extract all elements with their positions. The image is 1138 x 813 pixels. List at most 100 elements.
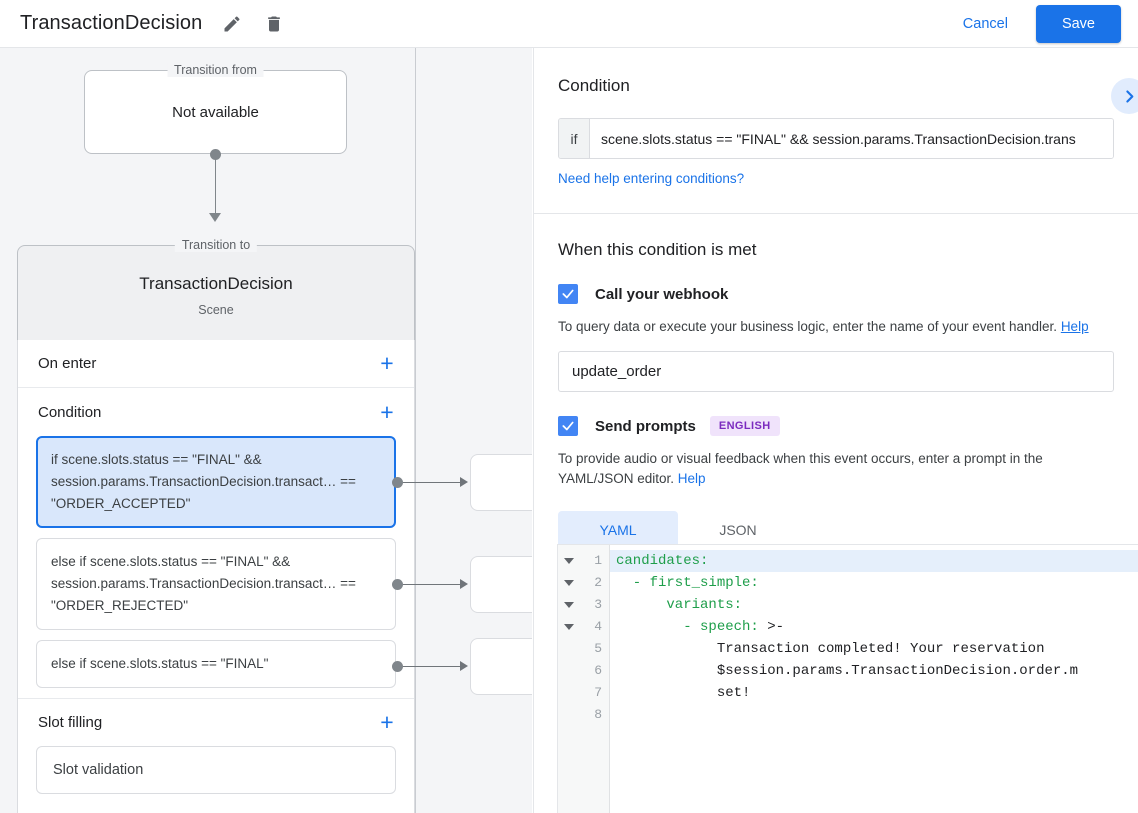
slot-filling-list: Slot validation — [18, 746, 414, 794]
plus-icon[interactable]: + — [380, 398, 394, 425]
line-number: 4 — [594, 619, 602, 634]
code-line[interactable]: $session.params.TransactionDecision.orde… — [610, 660, 1138, 682]
code-line[interactable]: set! — [610, 682, 1138, 704]
send-prompts-checkbox[interactable] — [558, 416, 578, 436]
chevron-down-icon[interactable] — [564, 624, 574, 630]
pencil-icon[interactable] — [220, 12, 244, 36]
send-prompts-row[interactable]: Send prompts ENGLISH — [558, 416, 1114, 436]
line-number: 3 — [594, 597, 602, 612]
prompts-helper-text: To provide audio or visual feedback when… — [558, 449, 1114, 489]
condition-input[interactable] — [590, 119, 1113, 158]
line-number: 7 — [594, 685, 602, 700]
condition-card[interactable]: else if scene.slots.status == "FINAL" — [36, 640, 396, 688]
page-title: TransactionDecision — [20, 12, 203, 34]
line-number: 2 — [594, 575, 602, 590]
section-slot-filling[interactable]: Slot filling + — [18, 698, 414, 746]
condition-edge-dot — [392, 477, 403, 488]
if-prefix-label: if — [559, 119, 590, 158]
scene-panel: On enter + Condition + if scene.slots.st… — [17, 340, 415, 813]
tab-json[interactable]: JSON — [719, 522, 757, 538]
condition-card[interactable]: else if scene.slots.status == "FINAL" &&… — [36, 538, 396, 630]
condition-input-row[interactable]: if — [558, 118, 1114, 159]
chevron-right-icon[interactable] — [1111, 78, 1138, 114]
connector-arrow — [209, 213, 221, 222]
condition-edge-line — [403, 584, 463, 585]
webhook-help-link[interactable]: Help — [1060, 319, 1089, 334]
topbar-actions: Cancel Save — [949, 4, 1121, 43]
tab-yaml[interactable]: YAML — [558, 511, 678, 549]
scene-name: TransactionDecision — [139, 274, 293, 293]
webhook-helper-text: To query data or execute your business l… — [558, 317, 1114, 337]
condition-edge-line — [403, 482, 463, 483]
condition-section: Condition if Need help entering conditio… — [534, 48, 1138, 188]
plus-icon[interactable]: + — [380, 709, 394, 735]
condition-card[interactable]: if scene.slots.status == "FINAL" && sess… — [36, 436, 396, 528]
editor-fold-gutter — [558, 545, 580, 813]
code-line[interactable]: variants: — [610, 594, 1138, 616]
code-line[interactable]: candidates: — [610, 550, 1138, 572]
graph-rail — [415, 48, 416, 813]
save-button[interactable]: Save — [1035, 4, 1121, 43]
chevron-down-icon[interactable] — [564, 602, 574, 608]
transition-from-legend: Transition from — [167, 63, 264, 77]
section-slot-filling-label: Slot filling — [38, 714, 103, 731]
fold-toggle[interactable] — [558, 550, 580, 572]
target-node[interactable] — [470, 556, 532, 613]
transition-from-value: Not available — [172, 104, 259, 121]
cancel-button[interactable]: Cancel — [949, 7, 1022, 41]
transition-to-node[interactable]: Transition to TransactionDecision Scene — [17, 238, 415, 340]
fold-toggle[interactable] — [558, 616, 580, 638]
condition-edge-arrow — [460, 661, 468, 671]
call-webhook-label: Call your webhook — [595, 285, 729, 303]
condition-edge-line — [403, 666, 463, 667]
call-webhook-row[interactable]: Call your webhook — [558, 284, 1114, 304]
section-condition[interactable]: Condition + — [18, 388, 414, 436]
fold-toggle[interactable] — [558, 594, 580, 616]
chevron-down-icon[interactable] — [564, 558, 574, 564]
editor-format-tabs: YAML JSON — [558, 511, 1114, 549]
event-handler-input[interactable] — [558, 351, 1114, 392]
condition-edge-arrow — [460, 579, 468, 589]
line-number: 8 — [594, 707, 602, 722]
section-divider — [534, 213, 1138, 214]
webhook-helper-prefix: To query data or execute your business l… — [558, 319, 1061, 334]
prompts-helper-prefix: To provide audio or visual feedback when… — [558, 451, 1043, 486]
transition-to-legend: Transition to — [174, 238, 258, 252]
fold-toggle — [558, 704, 580, 726]
yaml-value: set! — [616, 685, 751, 701]
transition-from-node[interactable]: Transition from Not available — [84, 63, 347, 154]
condition-edge-arrow — [460, 477, 468, 487]
yaml-editor[interactable]: 1 2 3 4 5 6 7 8 candidates: - first_simp… — [557, 544, 1138, 813]
target-node[interactable] — [470, 454, 532, 511]
yaml-key: variants: — [616, 597, 743, 613]
fold-toggle[interactable] — [558, 572, 580, 594]
code-line[interactable]: - speech: >- — [610, 616, 1138, 638]
target-node[interactable] — [470, 638, 532, 695]
call-webhook-checkbox[interactable] — [558, 284, 578, 304]
code-line[interactable]: Transaction completed! Your reservation — [610, 638, 1138, 660]
trash-icon[interactable] — [262, 12, 286, 36]
code-line[interactable] — [610, 704, 1138, 726]
condition-edge-dot — [392, 579, 403, 590]
yaml-key: candidates: — [616, 553, 709, 569]
chevron-down-icon[interactable] — [564, 580, 574, 586]
fold-toggle — [558, 660, 580, 682]
when-met-title: When this condition is met — [558, 240, 757, 259]
section-on-enter[interactable]: On enter + — [18, 340, 414, 388]
top-bar: TransactionDecision Cancel Save — [0, 0, 1138, 48]
yaml-value: >- — [758, 619, 785, 635]
slot-validation-card[interactable]: Slot validation — [36, 746, 396, 794]
line-number: 1 — [594, 553, 602, 568]
editor-code-area[interactable]: candidates: - first_simple: variants: - … — [610, 545, 1138, 813]
scene-graph-canvas[interactable]: Transition from Not available Transition… — [0, 48, 532, 813]
code-line[interactable]: - first_simple: — [610, 572, 1138, 594]
condition-edge-dot — [392, 661, 403, 672]
prompts-help-link[interactable]: Help — [677, 471, 706, 486]
language-badge: ENGLISH — [709, 416, 780, 436]
condition-list: if scene.slots.status == "FINAL" && sess… — [18, 436, 414, 688]
need-help-conditions-link[interactable]: Need help entering conditions? — [558, 171, 745, 186]
section-on-enter-label: On enter — [38, 355, 97, 372]
plus-icon[interactable]: + — [380, 350, 394, 376]
send-prompts-label: Send prompts — [595, 417, 696, 435]
yaml-key: - first_simple: — [616, 575, 759, 591]
